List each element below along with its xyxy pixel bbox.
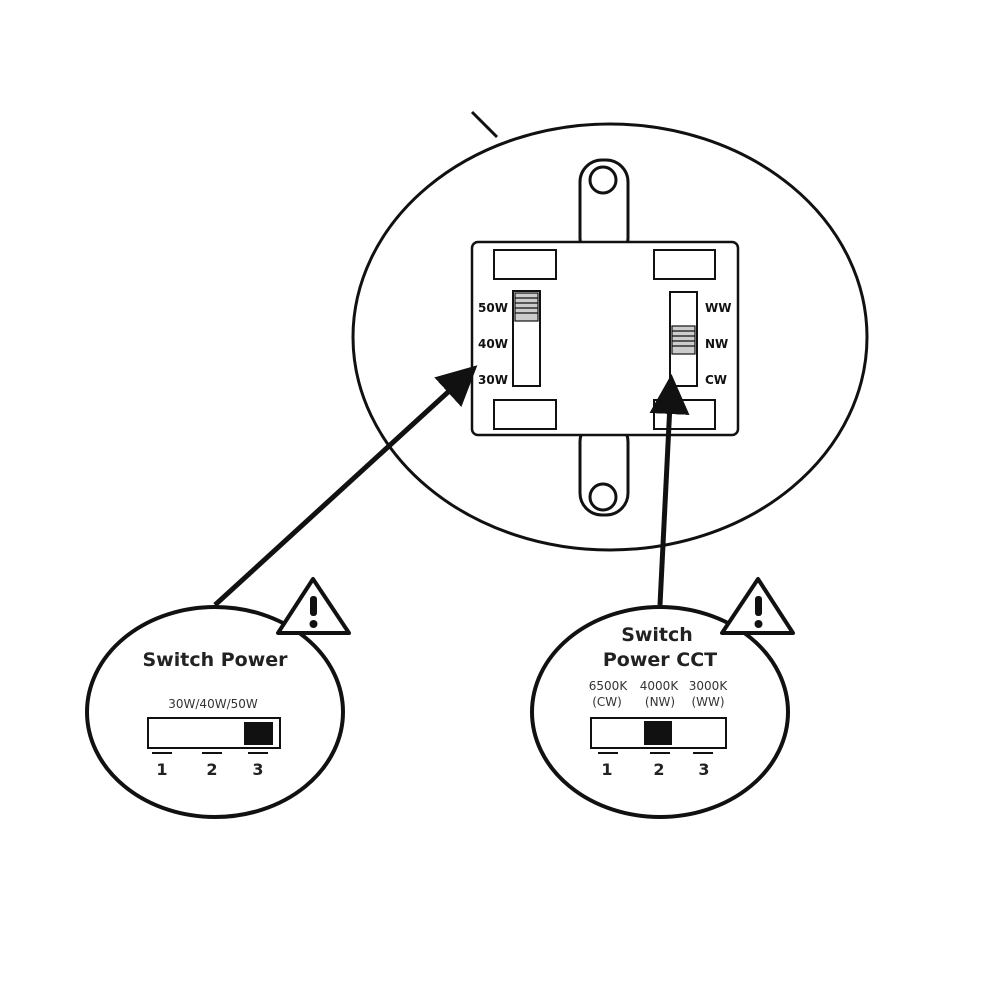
cct-temp: 3000K: [689, 679, 729, 693]
warning-triangle-icon: [276, 577, 351, 635]
power-slider-knob[interactable]: [514, 292, 539, 322]
power-label: 30W: [478, 373, 508, 387]
position-number: 2: [653, 760, 664, 779]
cct-code: (NW): [645, 695, 675, 709]
power-arrow: [213, 365, 478, 607]
power-callout-title: Switch Power: [142, 649, 288, 671]
position-number: 1: [601, 760, 612, 779]
terminal: [653, 249, 716, 280]
cct-label: CW: [705, 373, 727, 387]
position-number: 3: [252, 760, 263, 779]
leader-line: [470, 110, 499, 139]
position-number: 2: [206, 760, 217, 779]
cct-callout-circle: [530, 605, 790, 819]
cct-temp: 4000K: [640, 679, 680, 693]
cct-callout-title-line2: Power CCT: [603, 649, 717, 671]
cct-code: (WW): [691, 695, 724, 709]
power-label: 40W: [478, 337, 508, 351]
position-number: 3: [698, 760, 709, 779]
cct-dip-knob[interactable]: [644, 721, 672, 745]
power-slider[interactable]: [512, 290, 541, 387]
cct-slider-knob[interactable]: [671, 325, 696, 355]
position-number: 1: [156, 760, 167, 779]
warning-triangle-icon: [720, 577, 795, 635]
cct-label: WW: [705, 301, 731, 315]
power-callout-circle: [85, 605, 345, 819]
power-options: 30W/40W/50W: [168, 697, 258, 711]
power-dip-knob[interactable]: [244, 722, 273, 745]
cct-label: NW: [705, 337, 728, 351]
cct-temp: 6500K: [589, 679, 629, 693]
cct-code: (CW): [592, 695, 622, 709]
terminal: [493, 399, 557, 430]
power-label: 50W: [478, 301, 508, 315]
fixture-outline: [351, 122, 869, 552]
mounting-bracket: [578, 158, 630, 517]
driver-plate: [470, 240, 740, 437]
cct-arrow: [649, 374, 690, 606]
terminal: [493, 249, 557, 280]
cct-callout-title-line1: Switch: [621, 624, 693, 646]
